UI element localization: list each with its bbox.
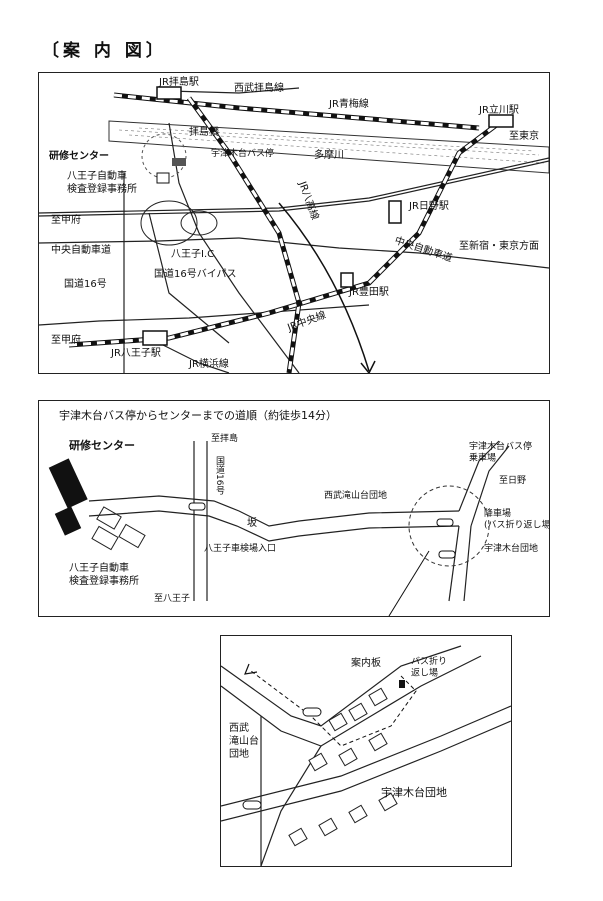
detail-label-utsugidai-danchi: 宇津木台団地 — [381, 785, 447, 799]
tamagawa-river — [108, 120, 549, 174]
label-line-chuo: JR中央線 — [285, 308, 328, 334]
signal-route16 — [188, 502, 206, 511]
label-line-seibu-haijima: 西武拝島線 — [234, 81, 284, 94]
detail-label-bus-turnaround: バス折り返し場 — [411, 655, 447, 679]
route-heading: 宇津木台バス停からセンターまでの道順（約徒歩14分） — [59, 408, 337, 422]
center-highlight-circle — [141, 133, 187, 179]
info-board-marker — [399, 680, 405, 688]
label-haijima-bridge: 拝島橋 — [189, 125, 219, 138]
detail-connector — [388, 550, 430, 616]
detail-roads — [221, 645, 511, 866]
station-tachikawa-marker — [488, 114, 514, 128]
label-station-toyoda: JR豊田駅 — [348, 285, 389, 298]
label-chuo-expressway-left: 中央自動車道 — [51, 243, 111, 256]
interchange-loop — [140, 200, 198, 246]
label-to-shinjuku: 至新宿・東京方面 — [459, 239, 539, 252]
label-route16: 国道16号 — [64, 277, 107, 290]
route-label-inspection-office: 八王子自動車検査登録事務所 — [69, 561, 139, 587]
inspection-office-marker — [156, 172, 170, 184]
label-line-hachiko: JR八高線 — [296, 179, 322, 222]
detail-signal-2 — [242, 800, 262, 810]
walking-route — [250, 670, 417, 747]
route-map: 宇津木台バス停からセンターまでの道順（約徒歩14分） 研修センター 八王子自動車… — [38, 400, 550, 617]
overview-map-canvas: JR拝島駅 西武拝島線 JR青梅線 JR立川駅 至東京 拝島橋 多摩川 宇津木台… — [39, 75, 549, 373]
route-label-utsugidai-danchi: 宇津木台団地 — [484, 542, 538, 554]
route-label-to-hino: 至日野 — [499, 475, 526, 486]
route-label-seibu-danchi: 西武滝山台団地 — [324, 489, 387, 501]
detail-label-seibu-danchi: 西武滝山台団地 — [229, 721, 259, 760]
label-to-kofu: 至甲府 — [51, 213, 81, 226]
route-label-bus-boarding: 宇津木台バス停乗車場 — [469, 440, 532, 464]
route-label-to-haijima: 至拝島 — [211, 432, 238, 444]
label-route16-bypass: 国道16号バイパス — [154, 267, 237, 280]
detail-map: 案内板 バス折り返し場 西武滝山台団地 宇津木台団地 — [220, 635, 512, 867]
center-building-1 — [48, 458, 88, 509]
label-station-haijima: JR拝島駅 — [158, 75, 199, 88]
route-label-slope: 坂 — [247, 517, 257, 529]
label-station-hino: JR日野駅 — [408, 200, 449, 212]
label-to-kofu-2: 至甲府 — [51, 333, 81, 346]
overview-map: JR拝島駅 西武拝島線 JR青梅線 JR立川駅 至東京 拝島橋 多摩川 宇津木台… — [38, 72, 550, 374]
detail-signal-1 — [302, 707, 322, 717]
route-label-bus-alighting: 降車場(バス折り返し場) — [484, 507, 549, 531]
label-station-hachioji: JR八王子駅 — [110, 347, 161, 359]
station-haijima-marker — [156, 86, 182, 100]
detail-label-info-board: 案内板 — [351, 656, 381, 669]
label-to-tokyo: 至東京 — [509, 129, 539, 142]
label-station-tachikawa: JR立川駅 — [478, 103, 519, 116]
zoom-circle — [408, 485, 490, 567]
route-roads — [88, 440, 510, 602]
signal-danchi — [436, 518, 454, 527]
route-label-to-hachioji: 至八王子 — [154, 593, 190, 604]
route-label-checkpoint: 八王子車検場入口 — [204, 542, 276, 554]
label-inspection-office: 八王子自動車検査登録事務所 — [67, 169, 137, 195]
label-tamagawa: 多摩川 — [314, 148, 344, 161]
station-hachioji-marker — [142, 330, 168, 346]
label-line-yokohama: JR横浜線 — [188, 357, 229, 370]
center-marker — [172, 158, 186, 166]
zoom-arrow — [278, 202, 370, 372]
detail-map-canvas: 案内板 バス折り返し場 西武滝山台団地 宇津木台団地 — [221, 645, 511, 866]
route-label-center: 研修センター — [69, 438, 135, 452]
label-interchange: 八王子I.C — [171, 248, 214, 260]
route-map-canvas: 宇津木台バス停からセンターまでの道順（約徒歩14分） 研修センター 八王子自動車… — [48, 408, 549, 616]
label-center: 研修センター — [49, 149, 109, 162]
signal-utsugidai — [438, 550, 456, 559]
station-hino-marker — [388, 200, 402, 224]
railways — [68, 87, 501, 373]
center-building-2 — [54, 506, 82, 536]
station-toyoda-marker — [340, 272, 354, 288]
route-label-route16: 国道16号 — [214, 456, 225, 495]
page-title: 〔案 内 図〕 — [42, 41, 167, 61]
label-bus-stop: 宇津木台バス停 — [211, 147, 274, 159]
label-line-ome: JR青梅線 — [328, 97, 369, 110]
